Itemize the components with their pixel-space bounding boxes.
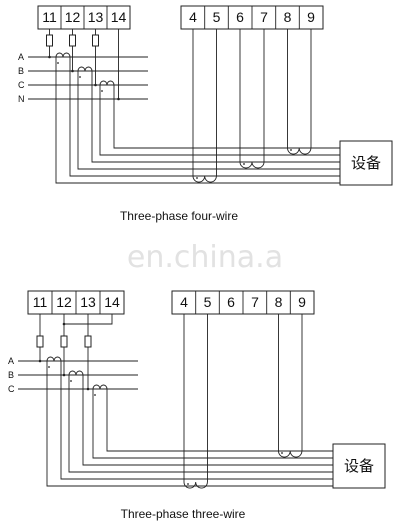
phase-label: C — [18, 80, 25, 90]
meter-terminal: 14 — [111, 9, 127, 25]
output-terminal: 4 — [189, 9, 197, 25]
output-terminal: 7 — [260, 9, 268, 25]
device-label: 设备 — [351, 154, 381, 172]
four-wire-diagram: 11 12 13 14 4 5 6 7 8 9 A B C N — [18, 5, 393, 223]
phase-label: B — [18, 66, 24, 76]
output-terminal: 5 — [204, 294, 212, 310]
ct-leads — [46, 361, 333, 487]
output-terminal: 8 — [275, 294, 283, 310]
meter-terminal: 13 — [80, 294, 96, 310]
device-box: 设备 — [332, 443, 386, 489]
meter-terminal: 12 — [56, 294, 72, 310]
current-transformers — [55, 52, 115, 92]
meter-terminal-block: 11 12 13 14 — [27, 290, 125, 315]
phase-label: B — [8, 370, 14, 380]
meter-terminal: 11 — [42, 9, 57, 25]
device-box: 设备 — [339, 140, 393, 186]
meter-terminal: 13 — [88, 9, 104, 25]
three-wire-diagram: 11 12 13 14 4 5 6 7 8 9 A B C — [8, 290, 386, 521]
output-terminal: 6 — [236, 9, 244, 25]
voltage-taps — [36, 314, 113, 391]
voltage-taps — [46, 29, 120, 101]
output-terminal: 5 — [213, 9, 221, 25]
output-terminal: 4 — [180, 294, 188, 310]
output-terminal: 6 — [227, 294, 235, 310]
output-leads — [192, 29, 312, 183]
phase-bus-lines — [28, 56, 148, 100]
diagram-caption: Three-phase four-wire — [120, 209, 238, 223]
meter-terminal: 12 — [65, 9, 81, 25]
output-terminal: 9 — [298, 294, 306, 310]
output-terminal: 9 — [307, 9, 315, 25]
phase-label: A — [18, 52, 24, 62]
meter-terminal: 11 — [33, 294, 48, 310]
output-terminal: 7 — [251, 294, 259, 310]
phase-label: N — [18, 94, 25, 104]
meter-terminal-block: 11 12 13 14 — [37, 5, 131, 30]
watermark: en.china.a — [127, 240, 283, 275]
output-leads — [183, 314, 303, 489]
diagram-caption: Three-phase three-wire — [121, 507, 246, 521]
meter-terminal: 14 — [104, 294, 120, 310]
phase-label: A — [8, 356, 14, 366]
phase-bus-lines — [18, 360, 138, 390]
output-terminal-block: 4 5 6 7 8 9 — [180, 5, 324, 30]
device-label: 设备 — [344, 457, 374, 475]
output-terminal: 8 — [284, 9, 292, 25]
ct-leads — [55, 57, 340, 184]
output-terminal-block: 4 5 6 7 8 9 — [171, 290, 315, 315]
phase-label: C — [8, 384, 15, 394]
current-transformers — [46, 356, 108, 396]
